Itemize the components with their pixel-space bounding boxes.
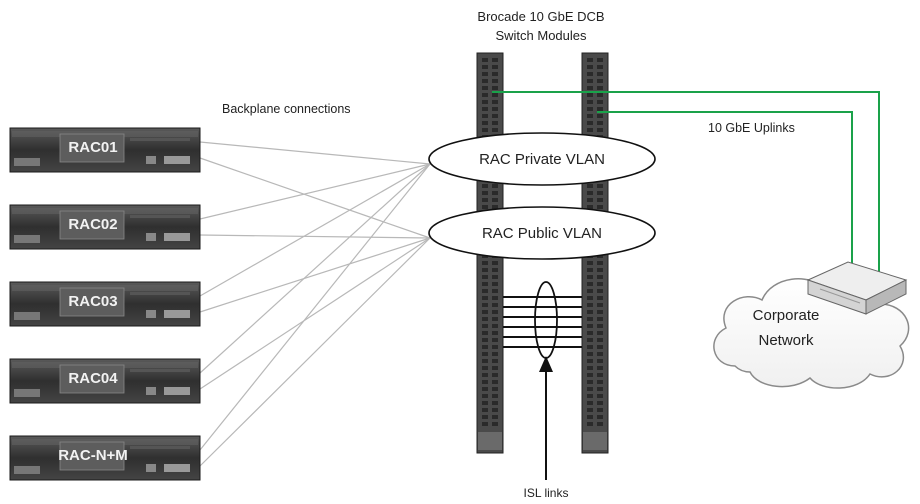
backplane-line (199, 234, 431, 239)
backplane-line (199, 163, 431, 220)
backplane-line (199, 141, 431, 165)
backplane-line (199, 163, 431, 451)
isl-links (503, 296, 582, 348)
server-2: RAC02 (9, 204, 201, 250)
server-3: RAC03 (9, 281, 201, 327)
server-label: RAC04 (68, 370, 118, 387)
backplane-line (199, 163, 431, 297)
public-vlan-label: RAC Public VLAN (482, 225, 602, 242)
server-4: RAC04 (9, 358, 201, 404)
server-label: RAC01 (68, 139, 117, 156)
isl-arrow (539, 356, 553, 480)
backplane-line (199, 237, 431, 313)
server-label: RAC-N+M (58, 447, 128, 464)
uplinks-label: 10 GbE Uplinks (708, 121, 795, 135)
backplane-line (199, 237, 431, 390)
backplane-line (199, 163, 431, 374)
uplink-lines (492, 91, 880, 282)
server-5: RAC-N+M (9, 435, 201, 481)
server-label: RAC03 (68, 293, 117, 310)
backplane-line (199, 237, 431, 467)
server-label: RAC02 (68, 216, 117, 233)
isl-label: ISL links (524, 486, 569, 500)
server-1: RAC01 (9, 127, 201, 173)
backplane-label: Backplane connections (222, 102, 351, 116)
backplane-connections (199, 141, 431, 467)
switch-title-line1: Brocade 10 GbE DCB (477, 9, 604, 24)
private-vlan-label: RAC Private VLAN (479, 151, 605, 168)
backplane-line (199, 157, 431, 239)
public-vlan: RAC Public VLAN (428, 206, 656, 260)
corporate-network-line2: Network (758, 332, 814, 349)
router-icon (806, 261, 908, 315)
switch-title-line2: Switch Modules (495, 28, 587, 43)
private-vlan: RAC Private VLAN (428, 132, 656, 186)
corporate-network-line1: Corporate (753, 307, 820, 324)
